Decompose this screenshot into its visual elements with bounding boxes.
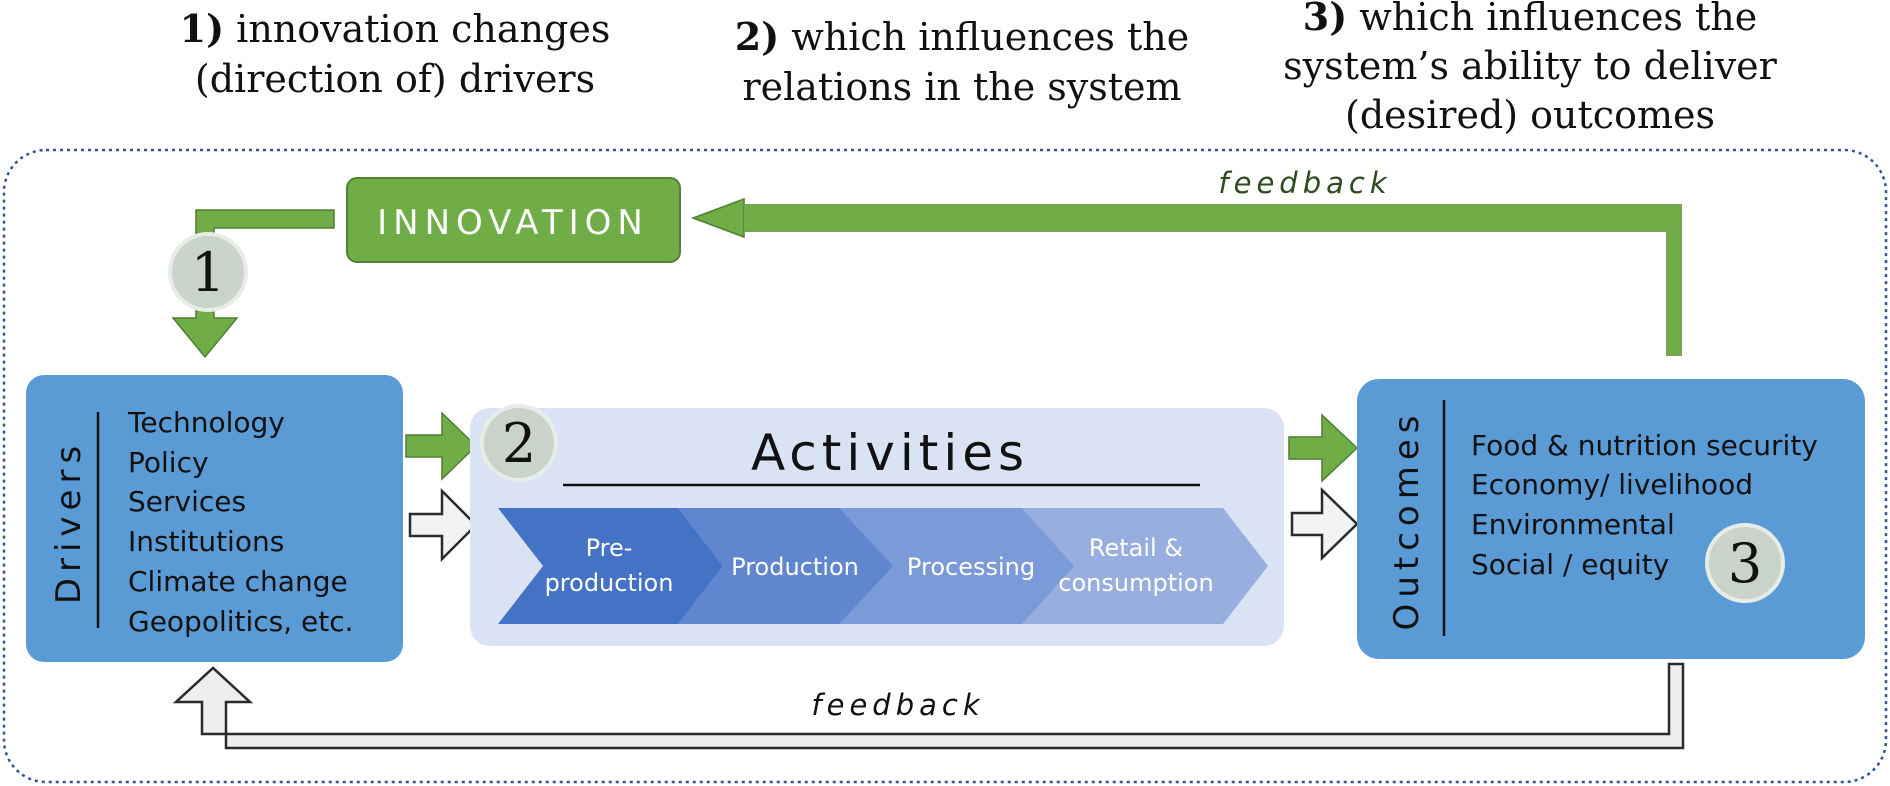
marker-1-label: 1: [191, 241, 225, 304]
stage-label-preproduction-2: production: [545, 569, 674, 597]
outcomes-list: Food & nutrition security Economy/ livel…: [1471, 429, 1818, 581]
header-1-line-2: (direction of) drivers: [195, 57, 595, 101]
drivers-box: [26, 375, 403, 662]
marker-2-circle: [480, 404, 558, 482]
drivers-item: Climate change: [128, 565, 348, 598]
marker-2-label: 2: [502, 412, 536, 475]
feedback-arrow-bottom: [172, 662, 1685, 750]
feedback-label-bottom: feedback: [811, 688, 984, 722]
drivers-item: Policy: [128, 446, 209, 479]
drivers-to-activities-green-arrow: [405, 411, 478, 481]
svg-text:3) which influences the: 3) which influences the: [1303, 0, 1758, 39]
stage-label-production: Production: [731, 553, 859, 581]
svg-text:2) which influences the: 2) which influences the: [735, 14, 1190, 59]
drivers-item: Institutions: [128, 525, 284, 558]
activities-to-outcomes-grey-arrow: [1290, 487, 1359, 561]
innovation-box: [346, 177, 681, 263]
svg-text:1) innovation changes: 1) innovation changes: [180, 6, 611, 51]
activities-title: Activities: [751, 424, 1029, 482]
outcomes-item: Food & nutrition security: [1471, 429, 1818, 462]
stage-chevron-processing: [839, 508, 1074, 624]
marker-3-label: 3: [1728, 532, 1762, 595]
header-2-line-2: relations in the system: [742, 65, 1181, 109]
drivers-item: Technology: [127, 406, 285, 439]
header-3-line-2: system’s ability to deliver: [1283, 44, 1777, 88]
system-boundary: [2, 148, 1888, 784]
stage-label-retail-2: consumption: [1058, 569, 1213, 597]
stage-chevron-production: [678, 508, 893, 624]
header-3-line-1: which influences the: [1359, 0, 1757, 39]
outcomes-title: Outcomes: [1387, 410, 1427, 631]
stage-label-preproduction-1: Pre-: [586, 534, 633, 562]
header-2-number: 2): [735, 14, 779, 59]
feedback-arrow-top-body: [744, 205, 1681, 355]
header-1-line-1: innovation changes: [236, 7, 610, 51]
header-1: 1) innovation changes (direction of) dri…: [180, 6, 611, 101]
header-3-line-3: (desired) outcomes: [1345, 93, 1715, 137]
outcomes-item: Social / equity: [1471, 548, 1669, 581]
outcomes-item: Environmental: [1471, 508, 1675, 541]
stage-label-retail-1: Retail &: [1089, 534, 1183, 562]
innovation-label: INNOVATION: [377, 203, 649, 243]
outcomes-item: Economy/ livelihood: [1471, 468, 1753, 501]
drivers-list: Technology Policy Services Institutions …: [127, 406, 354, 638]
header-3: 3) which influences the system’s ability…: [1283, 0, 1777, 137]
marker-1-circle: [168, 232, 248, 312]
header-3-number: 3): [1303, 0, 1347, 39]
stage-chevron-retail: [1022, 508, 1268, 624]
activities-to-outcomes-green-arrow: [1288, 413, 1359, 483]
activity-stage-labels: Pre- production Production Processing Re…: [545, 534, 1214, 597]
stage-label-processing: Processing: [907, 553, 1035, 581]
header-2-line-1: which influences the: [791, 15, 1189, 59]
drivers-item: Services: [128, 485, 246, 518]
stage-chevron-preproduction: [498, 508, 723, 624]
feedback-label-top: feedback: [1218, 166, 1391, 200]
drivers-to-activities-grey-arrow: [408, 487, 478, 563]
marker-3-circle: [1705, 523, 1785, 603]
drivers-title: Drivers: [49, 440, 89, 604]
header-2: 2) which influences the relations in the…: [735, 14, 1190, 109]
header-1-number: 1): [180, 6, 224, 51]
drivers-item: Geopolitics, etc.: [128, 605, 354, 638]
